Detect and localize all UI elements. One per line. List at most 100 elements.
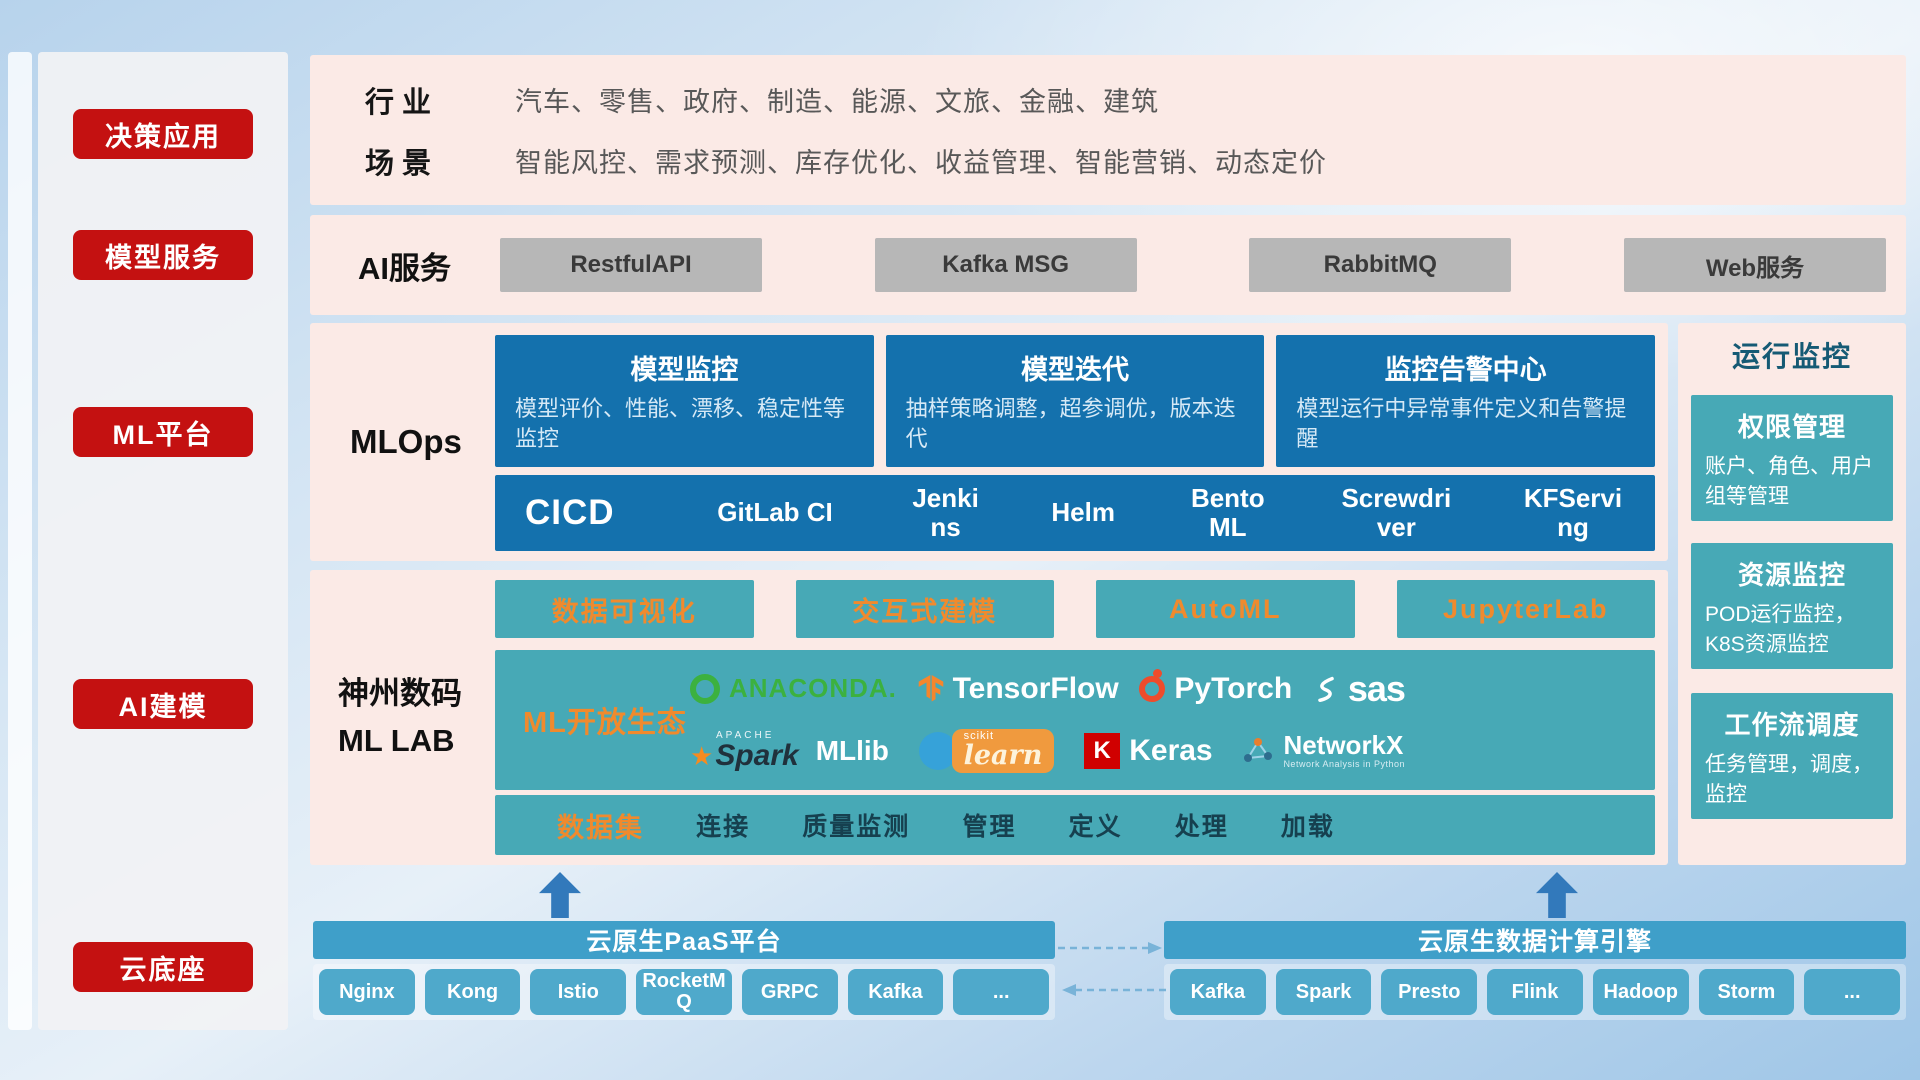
button-automl: AutoML — [1096, 580, 1355, 638]
ecosystem-logos: ANACONDA. TensorFlow PyTorch — [690, 658, 1406, 782]
chip-grpc: GRPC — [741, 969, 838, 1015]
mllab-label-line2: ML LAB — [338, 722, 455, 758]
industry-value: 汽车、零售、政府、制造、能源、文旅、金融、建筑 — [515, 87, 1159, 117]
dataset-item-define: 定义 — [1068, 813, 1123, 841]
cicd-bar: CICD GitLab CI Jenkins Helm BentoML Scre… — [495, 475, 1655, 551]
spark-mllib-logo: APACHE ★ Spark MLlib — [690, 729, 889, 771]
mllab-feature-buttons: 数据可视化 交互式建模 AutoML JupyterLab — [495, 580, 1655, 638]
dataset-item-connect: 连接 — [696, 813, 751, 841]
card-desc: 任务管理，调度，监控 — [1705, 753, 1873, 807]
apache-text: APACHE — [716, 729, 775, 741]
runtime-monitor-title: 运行监控 — [1731, 341, 1852, 372]
dataset-item-process: 处理 — [1174, 813, 1229, 841]
ai-service-buttons: RestfulAPI Kafka MSG RabbitMQ Web服务 — [500, 238, 1886, 292]
card-desc: POD运行监控，K8S资源监控 — [1705, 603, 1856, 657]
sidebar-item-ai-modeling: AI建模 — [73, 679, 253, 729]
scenario-label: 场景 — [365, 147, 440, 180]
spark-wordmark: APACHE ★ Spark — [690, 729, 799, 771]
sidebar-item-model-service: 模型服务 — [73, 230, 253, 280]
networkx-icon — [1244, 738, 1273, 763]
card-permission-mgmt: 权限管理 账户、角色、用户组等管理 — [1691, 395, 1893, 521]
button-data-visualization: 数据可视化 — [495, 580, 754, 638]
logo-row-2: APACHE ★ Spark MLlib scikit learn — [690, 728, 1405, 773]
card-title: 监控告警中心 — [1384, 355, 1547, 385]
mllib-text: MLlib — [815, 734, 889, 766]
cicd-items: GitLab CI Jenkins Helm BentoML Screwdriv… — [675, 482, 1625, 542]
chip-storm: Storm — [1698, 969, 1795, 1015]
anaconda-icon — [690, 673, 720, 704]
cicd-item-kfserving: KFServing — [1523, 482, 1623, 542]
data-engine-group: 云原生数据计算引擎 Kafka Spark Presto Flink Hadoo… — [1164, 921, 1906, 1020]
up-arrow-icon — [1536, 872, 1578, 918]
chip-more: ... — [953, 969, 1050, 1015]
sklearn-circle-icon — [918, 731, 957, 770]
button-restfulapi: RestfulAPI — [500, 238, 762, 292]
sklearn-badge: scikit learn — [951, 728, 1055, 773]
card-title: 资源监控 — [1737, 560, 1846, 590]
networkx-text: NetworkX — [1283, 730, 1404, 761]
cicd-item-helm: Helm — [1051, 497, 1115, 528]
ai-service-panel: AI服务 RestfulAPI Kafka MSG RabbitMQ Web服务 — [310, 215, 1906, 315]
keras-logo: K Keras — [1084, 732, 1213, 769]
chip-nginx: Nginx — [319, 969, 415, 1015]
paas-title-bar: 云原生PaaS平台 — [313, 921, 1055, 959]
chip-istio: Istio — [530, 969, 627, 1015]
cloud-paas-group: 云原生PaaS平台 Nginx Kong Istio RocketMQ GRPC… — [313, 921, 1055, 1020]
dashed-link-arrows — [1058, 942, 1166, 996]
button-web-service: Web服务 — [1623, 238, 1886, 292]
sas-swoosh-icon — [1318, 676, 1334, 702]
paas-chips: Nginx Kong Istio RocketMQ GRPC Kafka ... — [313, 964, 1055, 1020]
networkx-logo: NetworkX Network Analysis in Python — [1242, 731, 1405, 769]
card-title: 模型监控 — [630, 355, 739, 385]
chip-kafka: Kafka — [847, 969, 944, 1015]
dataset-bar: 数据集 连接 质量监测 管理 定义 处理 加载 — [495, 795, 1655, 855]
chip-rocketmq: RocketMQ — [636, 969, 732, 1015]
cicd-item-bentoml: BentoML — [1190, 482, 1265, 542]
dataset-label: 数据集 — [557, 812, 644, 843]
spark-main: ★ Spark — [690, 740, 799, 771]
sidebar-item-decision-app: 决策应用 — [73, 109, 253, 159]
card-model-monitoring: 模型监控 模型评价、性能、漂移、稳定性等监控 — [495, 335, 874, 467]
mllab-panel: 神州数码 ML LAB 数据可视化 交互式建模 AutoML JupyterLa… — [310, 570, 1668, 865]
runtime-monitor-panel: 运行监控 权限管理 账户、角色、用户组等管理 资源监控 POD运行监控，K8S资… — [1678, 323, 1906, 865]
mllab-label: 神州数码 ML LAB — [338, 570, 488, 865]
mllab-label-line1: 神州数码 — [338, 676, 462, 711]
sidebar-item-ml-platform: ML平台 — [73, 407, 253, 457]
networkx-subtext: Network Analysis in Python — [1283, 758, 1405, 769]
button-kafka-msg: Kafka MSG — [874, 238, 1137, 292]
sidebar-item-cloud-base: 云底座 — [73, 942, 253, 992]
cicd-item-gitlab-ci: GitLab CI — [717, 497, 833, 528]
dataset-item-load: 加载 — [1280, 813, 1335, 841]
card-resource-monitor: 资源监控 POD运行监控，K8S资源监控 — [1691, 543, 1893, 669]
mlops-panel: MLOps 模型监控 模型评价、性能、漂移、稳定性等监控 模型迭代 抽样策略调整… — [310, 323, 1668, 561]
card-desc: 账户、角色、用户组等管理 — [1705, 455, 1873, 509]
card-desc: 抽样策略调整，超参调优，版本迭代 — [905, 396, 1236, 451]
chip-flink: Flink — [1487, 969, 1583, 1015]
industry-row: 行业 汽车、零售、政府、制造、能源、文旅、金融、建筑 — [310, 79, 1906, 121]
dataset-item-quality: 质量监测 — [802, 813, 911, 841]
chip-spark: Spark — [1275, 969, 1372, 1015]
card-workflow-scheduler: 工作流调度 任务管理，调度，监控 — [1691, 693, 1893, 819]
engine-title-bar: 云原生数据计算引擎 — [1164, 921, 1906, 959]
industry-label: 行业 — [365, 86, 440, 119]
keras-icon: K — [1084, 732, 1121, 769]
networkx-wordmark: NetworkX Network Analysis in Python — [1283, 731, 1405, 769]
logo-row-1: ANACONDA. TensorFlow PyTorch — [690, 668, 1406, 710]
engine-chips: Kafka Spark Presto Flink Hadoop Storm ..… — [1164, 964, 1906, 1020]
pytorch-icon — [1139, 668, 1166, 702]
chip-more: ... — [1804, 969, 1901, 1015]
button-jupyterlab: JupyterLab — [1396, 580, 1655, 638]
spark-star-icon: ★ — [690, 740, 714, 771]
pytorch-text: PyTorch — [1174, 671, 1293, 705]
card-title: 工作流调度 — [1724, 710, 1860, 740]
card-alert-center: 监控告警中心 模型运行中异常事件定义和告警提醒 — [1276, 335, 1656, 467]
chip-presto: Presto — [1381, 969, 1478, 1015]
cicd-item-jenkins: Jenkins — [912, 482, 979, 542]
up-arrow-icon — [539, 872, 581, 918]
tensorflow-text: TensorFlow — [952, 671, 1119, 705]
button-interactive-modeling: 交互式建模 — [795, 580, 1054, 638]
card-desc: 模型评价、性能、漂移、稳定性等监控 — [515, 396, 846, 451]
chip-hadoop: Hadoop — [1592, 969, 1689, 1015]
eco-label: ML开放生态 — [523, 707, 687, 739]
